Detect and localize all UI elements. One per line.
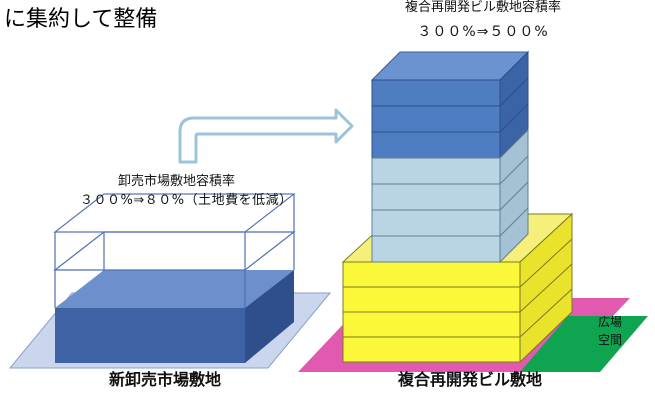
complex-site-label: 複合再開発ビル敷地 bbox=[397, 370, 542, 389]
plaza-label: 広場 空間 bbox=[590, 313, 630, 349]
market-ratio-value: ３００%⇒８０%（土地費を低減） bbox=[80, 193, 293, 208]
market-wireframe bbox=[53, 193, 296, 308]
complex-ratio-title: 複合再開発ビル敷地容積率 bbox=[404, 0, 561, 15]
market-block bbox=[55, 270, 294, 363]
market-site-label: 新卸売市場敷地 bbox=[108, 370, 221, 389]
tower bbox=[370, 50, 530, 264]
intro-text: に集約して整備 bbox=[4, 7, 158, 32]
plaza-green bbox=[520, 316, 648, 372]
market-ratio-title: 卸売市場敷地容積率 bbox=[118, 174, 236, 189]
complex-ratio-value: ３００%⇒５００% bbox=[417, 24, 549, 40]
move-arrow bbox=[178, 108, 354, 164]
plaza-label-line1: 広場 bbox=[597, 315, 622, 329]
plaza-label-line2: 空間 bbox=[597, 333, 622, 347]
